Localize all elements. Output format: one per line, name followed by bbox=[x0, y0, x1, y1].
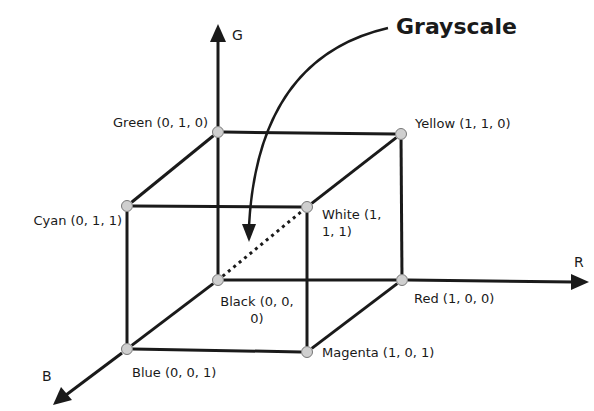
edge-line bbox=[312, 138, 397, 204]
edge-line bbox=[312, 284, 397, 349]
color-vertex: Yellow (1, 1, 0) bbox=[395, 128, 407, 140]
color-vertex: Red (1, 0, 0) bbox=[396, 274, 408, 286]
vertex-label: Red (1, 0, 0) bbox=[414, 290, 494, 307]
edge-line bbox=[224, 279, 396, 282]
b-axis-head bbox=[53, 387, 72, 405]
edge-line bbox=[223, 211, 303, 276]
vertex-label: Green (0, 1, 0) bbox=[113, 114, 208, 131]
cube-edge bbox=[312, 284, 397, 349]
color-vertex: Green (0, 1, 0) bbox=[212, 126, 224, 138]
cube-edge bbox=[224, 132, 395, 134]
axis-label: R bbox=[574, 254, 584, 270]
r-axis-head bbox=[571, 274, 589, 290]
cube-edge bbox=[132, 284, 213, 346]
r-axis bbox=[408, 280, 574, 282]
vertex-label: Yellow (1, 1, 0) bbox=[415, 115, 511, 132]
g-axis-head bbox=[210, 24, 226, 42]
cube-edge bbox=[132, 136, 214, 202]
axis-label: B bbox=[42, 368, 52, 384]
b-axis bbox=[66, 353, 122, 395]
edge-line bbox=[132, 136, 214, 202]
edge-line bbox=[126, 212, 129, 343]
edge-line bbox=[133, 349, 301, 352]
cube-edge bbox=[312, 138, 397, 204]
color-vertex: Magenta (1, 0, 1) bbox=[301, 346, 313, 358]
color-vertex: Blue (0, 0, 1) bbox=[121, 343, 133, 355]
color-vertex: Cyan (0, 1, 1) bbox=[121, 200, 133, 212]
vertex-label: Magenta (1, 0, 1) bbox=[322, 344, 434, 361]
callout-title: Grayscale bbox=[396, 14, 517, 39]
vertex-label: Cyan (0, 1, 1) bbox=[33, 212, 122, 229]
cube-edge bbox=[127, 212, 128, 343]
cube-edge bbox=[401, 140, 403, 274]
edge-line bbox=[132, 284, 213, 346]
cube-edge bbox=[224, 280, 396, 281]
edge-line bbox=[400, 140, 404, 274]
vertex-label: White (1, 1, 1) bbox=[322, 206, 392, 240]
g-axis bbox=[217, 40, 220, 126]
vertex-label: Blue (0, 0, 1) bbox=[132, 364, 216, 381]
color-vertex: White (1, 1, 1) bbox=[301, 201, 313, 213]
grayscale-pointer-head bbox=[242, 224, 256, 242]
vertex-label: Black (0, 0, 0) bbox=[215, 293, 299, 327]
cube-edge bbox=[133, 349, 301, 352]
color-vertex: Black (0, 0, 0) bbox=[212, 274, 224, 286]
grayscale-diagonal bbox=[223, 211, 303, 276]
edge-line bbox=[133, 205, 301, 209]
axis-label: G bbox=[232, 27, 243, 43]
cube-edge bbox=[133, 206, 301, 208]
edge-line bbox=[224, 132, 395, 134]
